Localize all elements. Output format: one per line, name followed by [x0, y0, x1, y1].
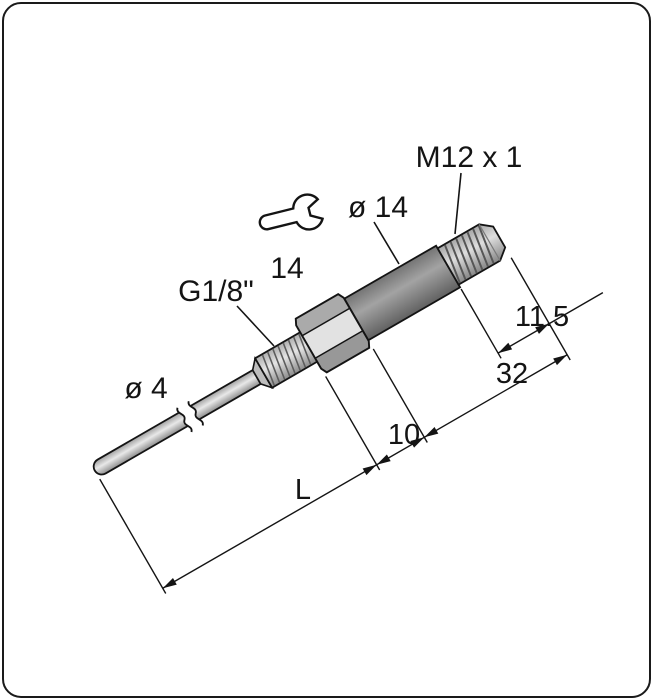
dimension-line-m12-length — [497, 291, 604, 354]
dimension-text-body-length: 32 — [496, 358, 528, 390]
dimension-arrowheads — [162, 323, 568, 589]
extension-line-m12-start — [460, 288, 502, 359]
dimension-text-probe-length: L — [295, 474, 311, 506]
connector-thread-m12 — [436, 223, 507, 286]
extension-lines — [99, 257, 571, 594]
leader-m12-label — [454, 172, 462, 235]
label-wrench-size: 14 — [270, 252, 303, 285]
sensor-assembly — [92, 223, 604, 594]
hex-facet-line-top — [301, 307, 351, 337]
leader-lines — [236, 172, 462, 347]
dimension-text-hex-length: 10 — [388, 419, 420, 451]
leader-g18-label — [236, 305, 275, 347]
extension-line-m12-tip — [510, 257, 571, 361]
dimension-text-m12-length: 11.5 — [515, 301, 569, 333]
g-thread-ridges — [261, 333, 312, 386]
hex-facet-line-bottom — [314, 330, 364, 359]
extension-line-nut-near-face — [325, 376, 381, 471]
leader-diameter14-label — [373, 221, 400, 265]
extension-line-probe-tip — [99, 478, 167, 594]
wrench-icon — [258, 193, 325, 231]
label-process-thread: G1/8" — [178, 275, 254, 308]
m12-thread-ridges — [444, 225, 495, 284]
probe-tube — [92, 368, 262, 476]
hex-nut — [294, 293, 371, 374]
m12-chamfer-edge — [478, 224, 501, 261]
tube-break-symbol — [176, 401, 204, 433]
label-body-diameter: ø 14 — [348, 191, 408, 224]
label-probe-diameter: ø 4 — [124, 372, 167, 405]
extension-line-nut-far-face — [372, 348, 428, 443]
label-connector-thread: M12 x 1 — [416, 141, 523, 174]
process-thread-g18 — [253, 330, 321, 389]
